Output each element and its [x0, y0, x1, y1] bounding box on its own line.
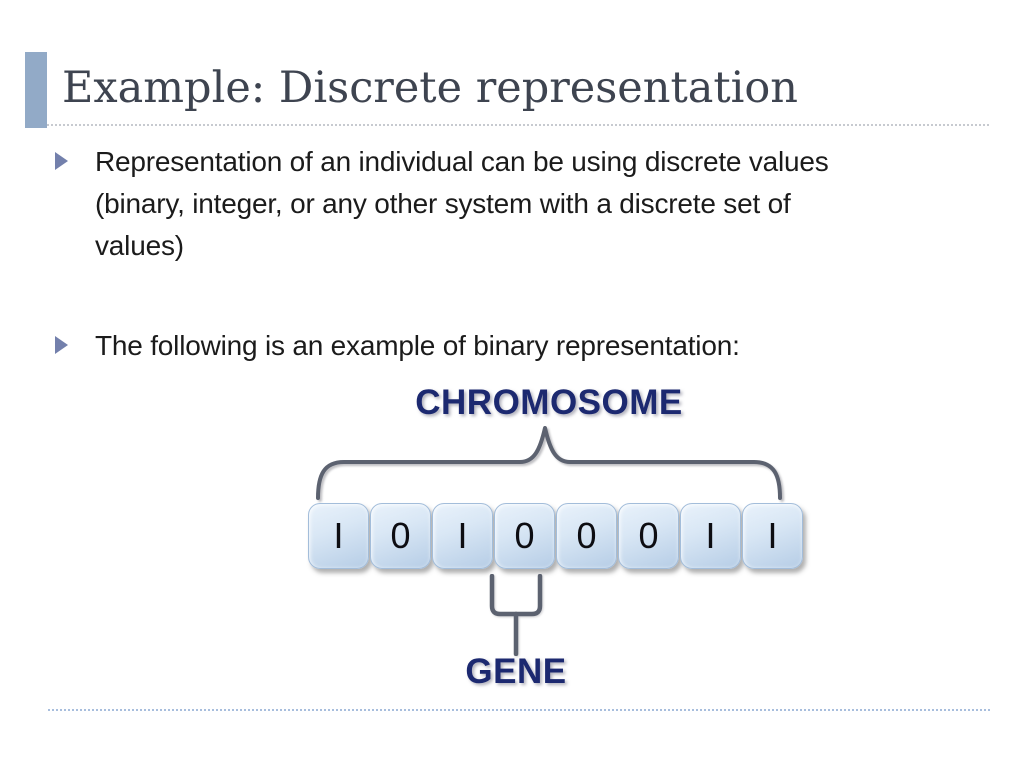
bullet-text-1: Representation of an individual can be u… — [95, 141, 829, 267]
chromosome-cells: I 0 I 0 0 0 I I — [308, 503, 803, 569]
bullet-arrow-icon — [55, 336, 68, 354]
bit-cell-4: 0 — [494, 503, 555, 569]
bullet-1-line-1: Representation of an individual can be u… — [95, 146, 829, 177]
bullet-1-line-2: (binary, integer, or any other system wi… — [95, 188, 791, 219]
gene-bracket — [489, 574, 543, 656]
bit-cell-8: I — [742, 503, 803, 569]
bullet-2-line-1: The following is an example of binary re… — [95, 330, 740, 361]
bit-cell-2: 0 — [370, 503, 431, 569]
bullet-1-line-3: values) — [95, 230, 184, 261]
bit-cell-5: 0 — [556, 503, 617, 569]
bottom-divider — [48, 709, 990, 711]
bit-cell-3: I — [432, 503, 493, 569]
bullet-item-1: Representation of an individual can be u… — [52, 141, 829, 267]
title-divider — [47, 124, 989, 126]
slide-title: Example: Discrete representation — [62, 63, 798, 113]
bit-cell-6: 0 — [618, 503, 679, 569]
chromosome-label: CHROMOSOME — [415, 383, 683, 422]
chromosome-brace — [316, 426, 782, 500]
bullet-item-2: The following is an example of binary re… — [52, 325, 740, 367]
bullet-arrow-icon — [55, 152, 68, 170]
title-accent-bar — [25, 52, 47, 128]
bit-cell-1: I — [308, 503, 369, 569]
bit-cell-7: I — [680, 503, 741, 569]
gene-label: GENE — [465, 652, 567, 691]
bullet-text-2: The following is an example of binary re… — [95, 325, 740, 367]
